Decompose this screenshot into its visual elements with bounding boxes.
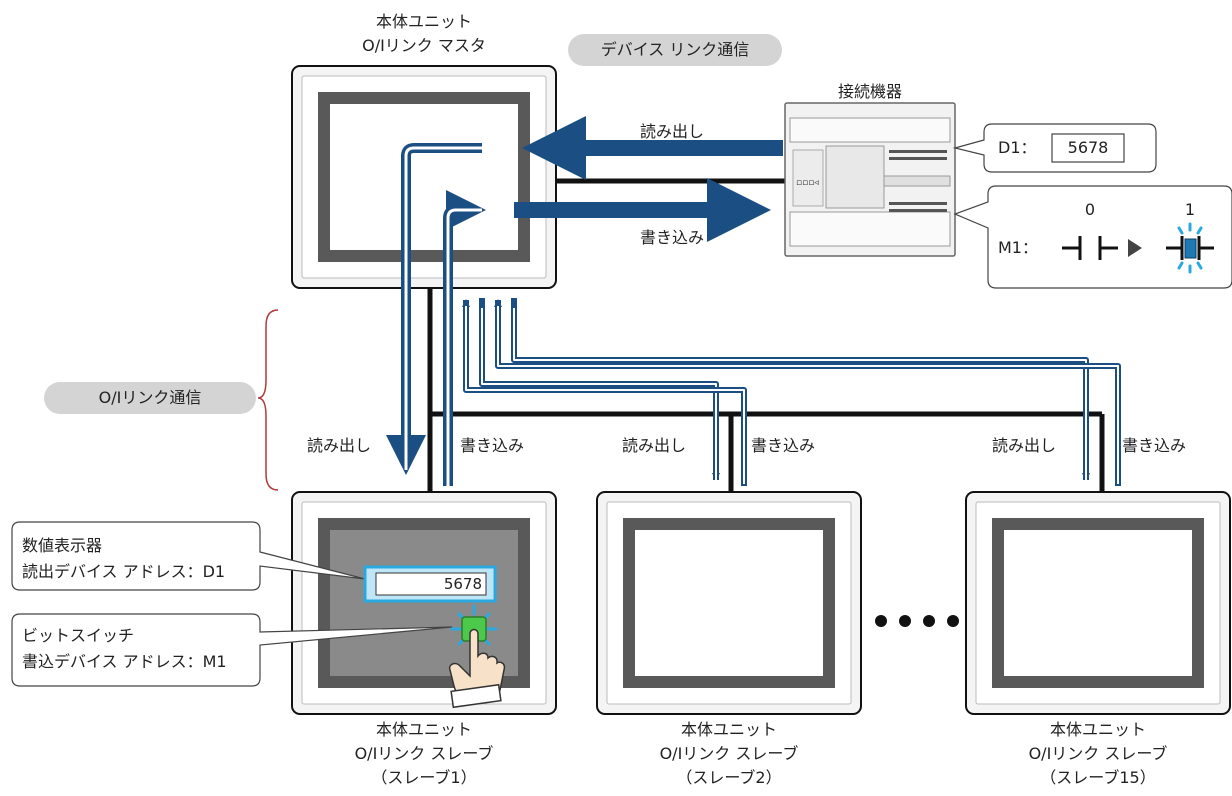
slave15-link-arrows	[494, 298, 1121, 486]
pointing-hand-icon	[448, 628, 506, 709]
slave1-label-line3: （スレーブ1）	[371, 768, 477, 787]
slave15-read-label: 読み出し	[992, 436, 1057, 455]
m1-label: M1：	[998, 238, 1038, 257]
numeric-display-callout-balloon	[11, 521, 366, 591]
slave1-read-label: 読み出し	[307, 436, 372, 455]
slave-unit-15	[965, 491, 1231, 715]
slave2-label-line2: O/Iリンク スレーブ	[659, 744, 799, 763]
transition-triangle-icon	[1128, 239, 1142, 257]
slave1-label-line1: 本体ユニット	[375, 720, 472, 739]
numeric-display	[363, 565, 497, 603]
contact-off-state: 0	[1084, 200, 1096, 219]
oi-link-brace	[257, 309, 279, 491]
d1-value: 5678	[1067, 138, 1109, 157]
master-label-line1: 本体ユニット	[375, 12, 472, 31]
m1-callout-balloon	[953, 185, 1232, 289]
d1-callout-balloon	[952, 123, 1157, 173]
master-unit	[291, 65, 557, 289]
bit-switch-callout-balloon	[11, 613, 453, 687]
bit-callout-line1: ビットスイッチ	[22, 626, 135, 645]
slave1-write-label: 書き込み	[460, 436, 525, 455]
contact-on-symbol	[1166, 222, 1214, 274]
d1-label: D1：	[998, 138, 1037, 157]
slave1-screen	[330, 530, 518, 676]
slave1-label-line2: O/Iリンク スレーブ	[354, 744, 494, 763]
slave2-write-label: 書き込み	[751, 436, 816, 455]
bit-callout-line2: 書込デバイス アドレス：M1	[22, 652, 227, 671]
connected-device-title: 接続機器	[837, 82, 902, 101]
contact-off-symbol	[1062, 236, 1118, 260]
slave-unit-2	[596, 491, 862, 715]
slave2-read-label: 読み出し	[622, 436, 687, 455]
connected-device: ▫▫▫◃	[784, 102, 956, 257]
slave2-label-line3: （スレーブ2）	[676, 768, 782, 787]
slave15-write-label: 書き込み	[1122, 436, 1187, 455]
master-screen	[330, 104, 518, 250]
slave2-link-arrows	[462, 298, 747, 486]
device-write-label: 書き込み	[640, 228, 705, 247]
oi-link-badge: O/Iリンク通信	[44, 382, 256, 414]
numeric-callout-line2: 読出デバイス アドレス：D1	[22, 562, 226, 581]
numeric-display-value: 5678	[443, 575, 482, 593]
device-read-label: 読み出し	[640, 122, 705, 141]
contact-on-state: 1	[1184, 200, 1196, 219]
slave15-label-line1: 本体ユニット	[1049, 720, 1146, 739]
slave2-label-line1: 本体ユニット	[680, 720, 777, 739]
more-slaves-ellipsis	[875, 615, 959, 627]
device-link-badge: デバイス リンク通信	[568, 34, 782, 66]
numeric-callout-line1: 数値表示器	[22, 536, 103, 555]
slave15-label-line3: （スレーブ15）	[1040, 768, 1156, 787]
slave15-label-line2: O/Iリンク スレーブ	[1028, 744, 1168, 763]
master-label-line2: O/Iリンク マスタ	[362, 36, 486, 55]
device-link-arrows	[514, 116, 783, 242]
svg-text:▫▫▫◃: ▫▫▫◃	[796, 178, 819, 188]
d1-value-box	[1051, 133, 1125, 163]
slave-unit-1	[291, 491, 557, 715]
slave1-link-arrows	[386, 143, 486, 486]
